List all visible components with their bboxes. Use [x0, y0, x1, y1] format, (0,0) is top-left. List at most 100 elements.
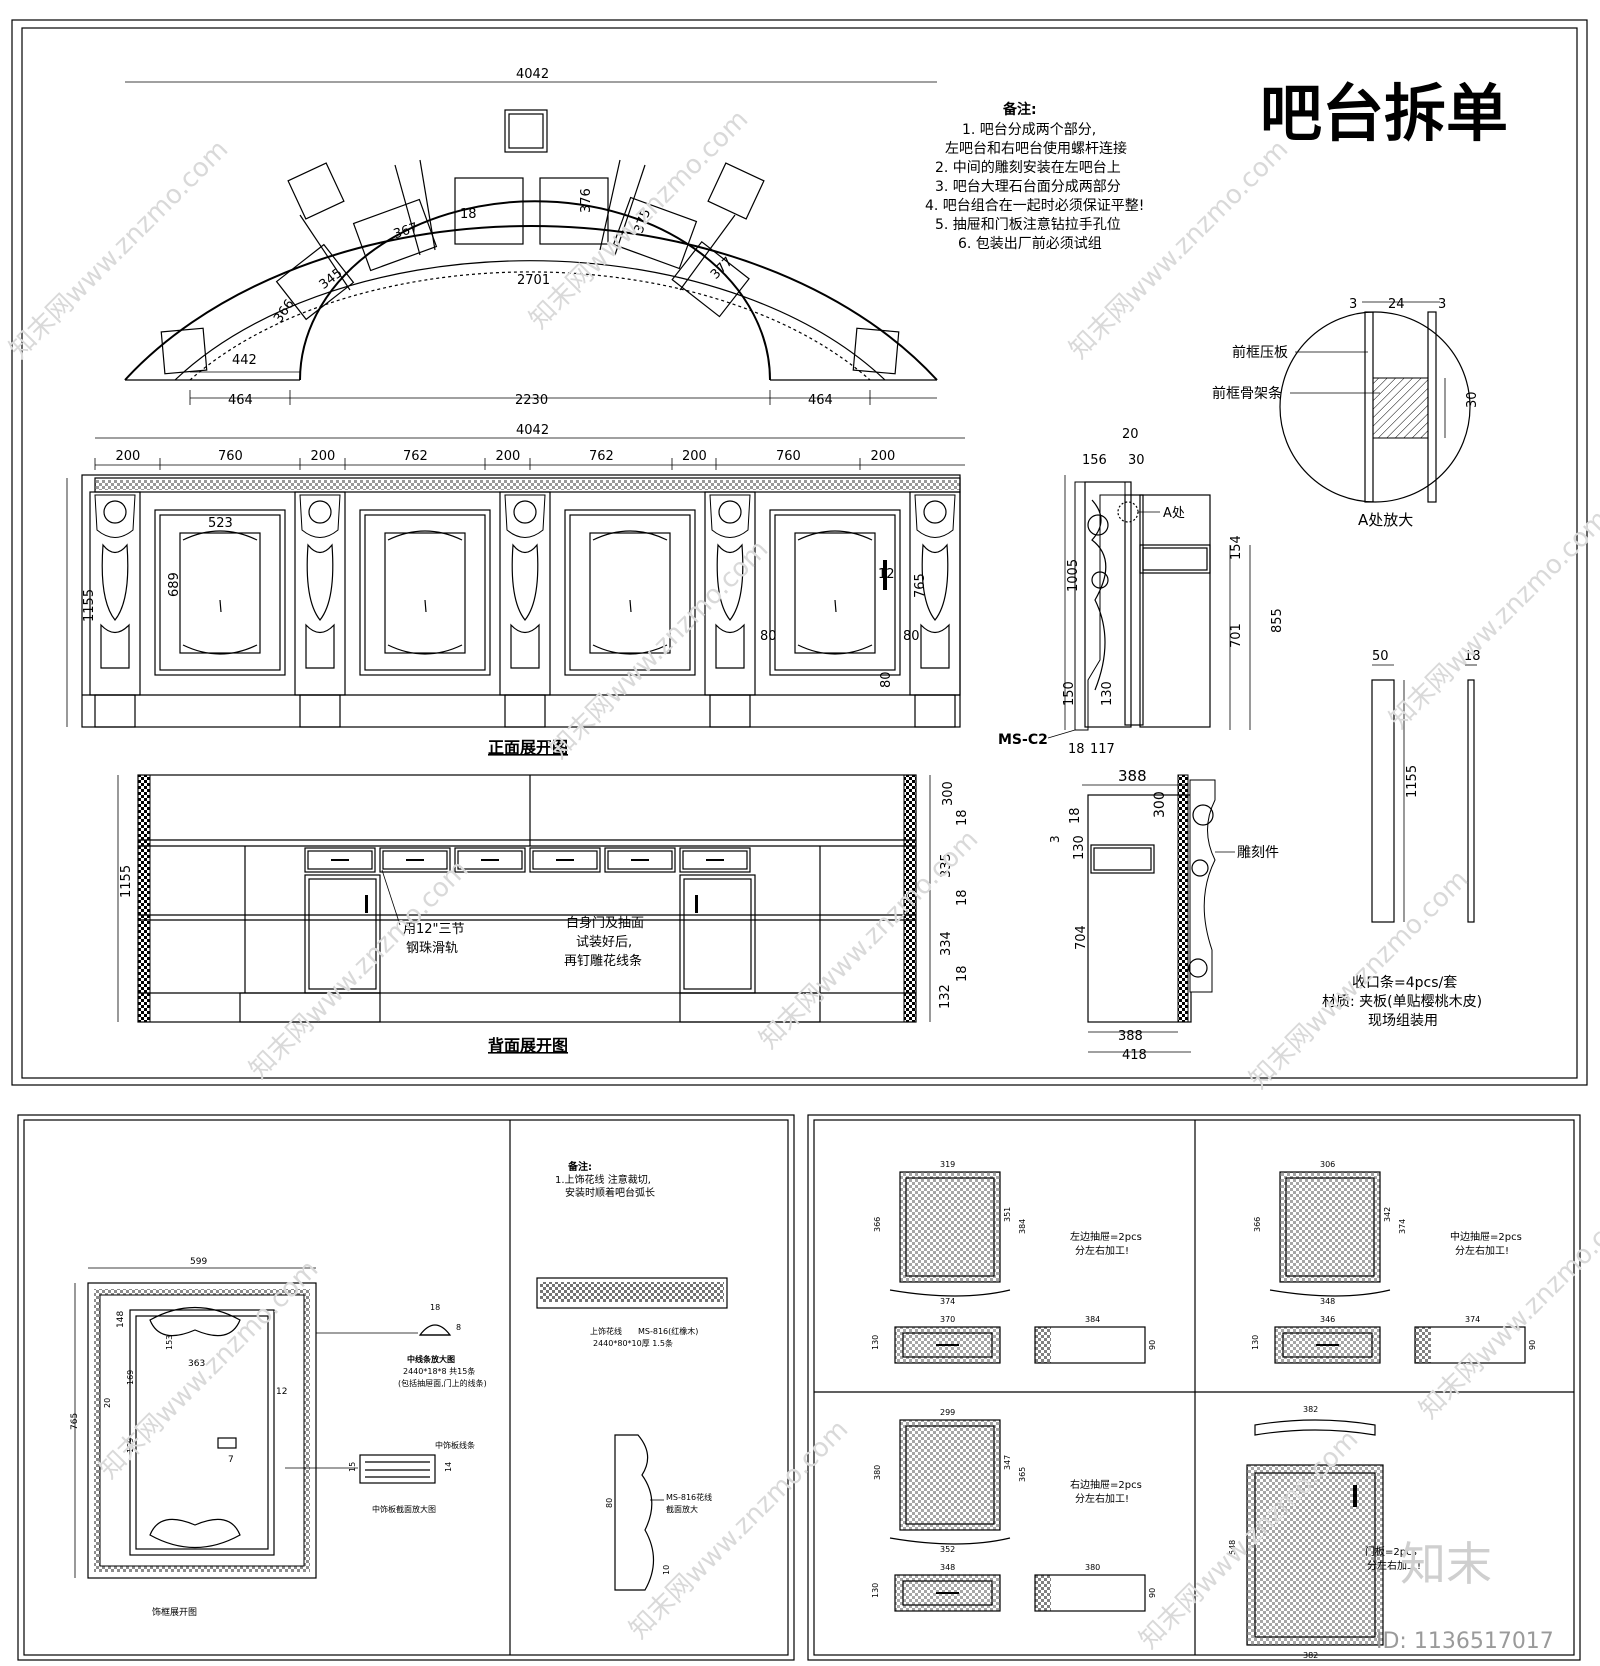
side-dim: 18: [1068, 742, 1085, 757]
back-right-dim: 18: [955, 965, 970, 982]
drawer-dim: 319: [940, 1160, 955, 1169]
drawer-dim: 342: [1383, 1207, 1392, 1222]
plan-seg-label: 442: [232, 353, 257, 368]
drawer-dim: 90: [1148, 1340, 1157, 1350]
section-dim: 704: [1074, 925, 1089, 950]
plan-seg-label: 18: [460, 207, 477, 222]
front-overall-dim: 4042: [516, 423, 549, 438]
front-inner-label: 12: [878, 567, 895, 582]
plan-view: 4042 2701 345 367 18 376 375 377 366 442…: [124, 67, 938, 408]
drawer-dim: 380: [873, 1465, 882, 1480]
door-dim: 382: [1303, 1651, 1318, 1660]
mid-strip-note: (包括抽屉面,门上的线条): [398, 1378, 487, 1388]
bottom-side-section: 388 300 3 18 130 704 388 418 雕刻件: [1048, 767, 1279, 1063]
carved-column: [909, 491, 961, 728]
plan-drawer: [612, 196, 698, 270]
sheet3-border: [807, 1114, 1581, 1661]
ornamental-frame: [87, 1282, 317, 1579]
sheet3-content: 31936635138437437013038490左边抽屉=2pcs分左右加工…: [871, 1160, 1537, 1660]
drawer-dim: 366: [1253, 1217, 1262, 1232]
frame-dim: 7: [228, 1455, 234, 1465]
drawer-dim: 90: [1528, 1340, 1537, 1350]
section-dim: 300: [1152, 791, 1168, 818]
plan-post: [707, 162, 765, 220]
frame-small: 169: [126, 1438, 135, 1453]
front-segment-dim: 760: [776, 449, 801, 464]
drawer-dim: 374: [1465, 1315, 1480, 1324]
plan-mid-arc: [174, 260, 886, 381]
drawer-dim: 351: [1003, 1207, 1012, 1222]
plan-drawer: [275, 243, 355, 321]
side-dim: 855: [1270, 608, 1285, 633]
drawer-face: [379, 847, 451, 873]
front-caption: 正面展开图: [488, 738, 568, 757]
drawer-dim: 346: [1320, 1315, 1335, 1324]
plan-post: [852, 327, 900, 375]
drawer-dim: 306: [1320, 1160, 1335, 1169]
sheet1-inner-border: [21, 27, 1578, 1079]
drawer-dim: 370: [940, 1315, 955, 1324]
back-right-dim: 18: [955, 889, 970, 906]
side-dim: 701: [1229, 623, 1244, 648]
drawer-dim: 347: [1003, 1455, 1012, 1470]
side-dim: 1005: [1066, 559, 1081, 592]
profile-label-2: 截面放大: [666, 1504, 698, 1514]
detail-a: 3 24 3 30 前框压板 前框骨架条 A处放大: [1212, 297, 1480, 529]
detail-dim: 24: [1388, 297, 1405, 312]
detail-label-2: 前框骨架条: [1212, 385, 1282, 402]
plan-top-dim: 4042: [516, 67, 549, 82]
frame-dim: 148: [116, 1311, 126, 1328]
watermark-text: 知末网www.znzmo.com: [1384, 504, 1600, 735]
drawer-note: 分左右加工!: [1075, 1492, 1129, 1505]
panel-label: 中饰板线条: [435, 1440, 475, 1450]
side-callout: A处: [1163, 506, 1185, 521]
notes-block: 备注: 1. 吧台分成两个部分, 左吧台和右吧台使用螺杆连接 2. 中间的雕刻安…: [925, 101, 1144, 252]
drawer-note: 分左右加工!: [1455, 1244, 1509, 1257]
section-dim: 130: [1072, 835, 1087, 860]
mid-dim: 18: [430, 1303, 440, 1312]
drawer-note: 右边抽屉=2pcs: [1070, 1478, 1142, 1491]
carved-panel: [154, 509, 286, 676]
detail-dim: 3: [1438, 297, 1446, 312]
back-right-dim: 132: [938, 984, 953, 1009]
panel-caption: 中饰板截面放大图: [372, 1504, 436, 1514]
detail-label-1: 前框压板: [1232, 344, 1288, 361]
back-note-1a: 用12"三节: [403, 922, 465, 937]
back-note-1b: 钢珠滑轨: [406, 941, 458, 956]
side-dim: 154: [1229, 535, 1244, 560]
front-inner-label: 80: [903, 629, 920, 644]
section-dim: 18: [1068, 807, 1083, 824]
carved-panel: [359, 509, 491, 676]
section-dim: 3: [1048, 835, 1062, 843]
side-dim: 30: [1128, 453, 1145, 468]
drawer-dim: 130: [871, 1583, 880, 1598]
plan-drawer: [671, 240, 750, 318]
note-line-5: 4. 吧台组合在一起时必须保证平整!: [925, 198, 1144, 214]
strip-h: 1155: [1405, 765, 1420, 798]
plan-seg-label: 366: [271, 297, 298, 326]
mid-dim: 8: [456, 1323, 461, 1332]
front-segment-dim: 200: [116, 449, 141, 464]
back-note-2b: 试装好后,: [576, 935, 632, 950]
front-segment-dim: 200: [311, 449, 336, 464]
note-line-6: 5. 抽屉和门板注意钻拉手孔位: [935, 216, 1121, 233]
front-segment-dim: 762: [403, 449, 428, 464]
drawer-dim: 366: [873, 1217, 882, 1232]
front-segment-dim: 200: [871, 449, 896, 464]
back-right-dim: 334: [939, 931, 954, 956]
back-note-2c: 再钉雕花线条: [564, 953, 642, 969]
brand-watermark: 知末: [1400, 1537, 1492, 1591]
door-note: 分左右加工!: [1367, 1559, 1421, 1572]
drawer-dim: 130: [1251, 1335, 1260, 1350]
sheet2-notes-line2: 安装时顺着吧台弧长: [565, 1186, 655, 1199]
drawer-dim: 348: [940, 1563, 955, 1572]
sheet2-notes-heading: 备注:: [567, 1160, 592, 1173]
back-height: 1155: [119, 865, 134, 898]
side-code: MS-C2: [998, 732, 1048, 748]
notes-heading: 备注:: [1002, 101, 1037, 118]
frame-caption: 饰框展开图: [152, 1606, 197, 1618]
drawer-dim: 384: [1085, 1315, 1100, 1324]
drawer-dim: 380: [1085, 1563, 1100, 1572]
drawer-note: 左边抽屉=2pcs: [1070, 1230, 1142, 1243]
front-inner-label: 523: [208, 516, 233, 531]
